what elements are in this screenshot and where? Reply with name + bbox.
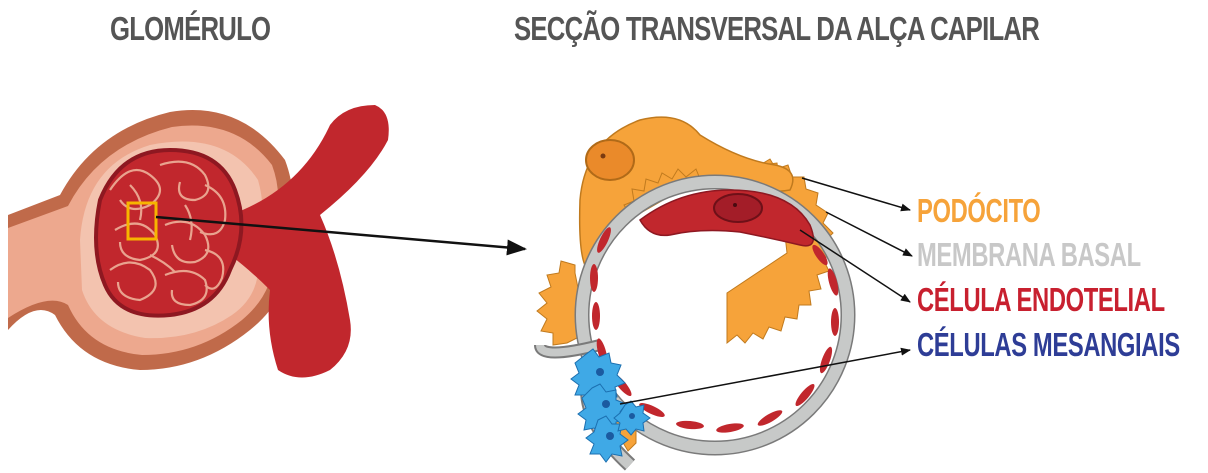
endothelial-nucleus [714, 194, 762, 222]
label-celulas-mesangiais: CÉLULAS MESANGIAIS [917, 326, 1180, 364]
cross-section-illustration [537, 117, 848, 465]
glomerulus-illustration [8, 105, 389, 378]
label-membrana-basal: MEMBRANA BASAL [917, 236, 1141, 274]
podocyte-nucleolus [601, 154, 606, 159]
pointer-mesangial [620, 350, 910, 404]
label-celula-endotelial: CÉLULA ENDOTELIAL [917, 281, 1165, 319]
capillary-tuft [96, 150, 241, 316]
label-podocito: PODÓCITO [917, 192, 1040, 230]
podocyte-nucleus [586, 140, 634, 180]
